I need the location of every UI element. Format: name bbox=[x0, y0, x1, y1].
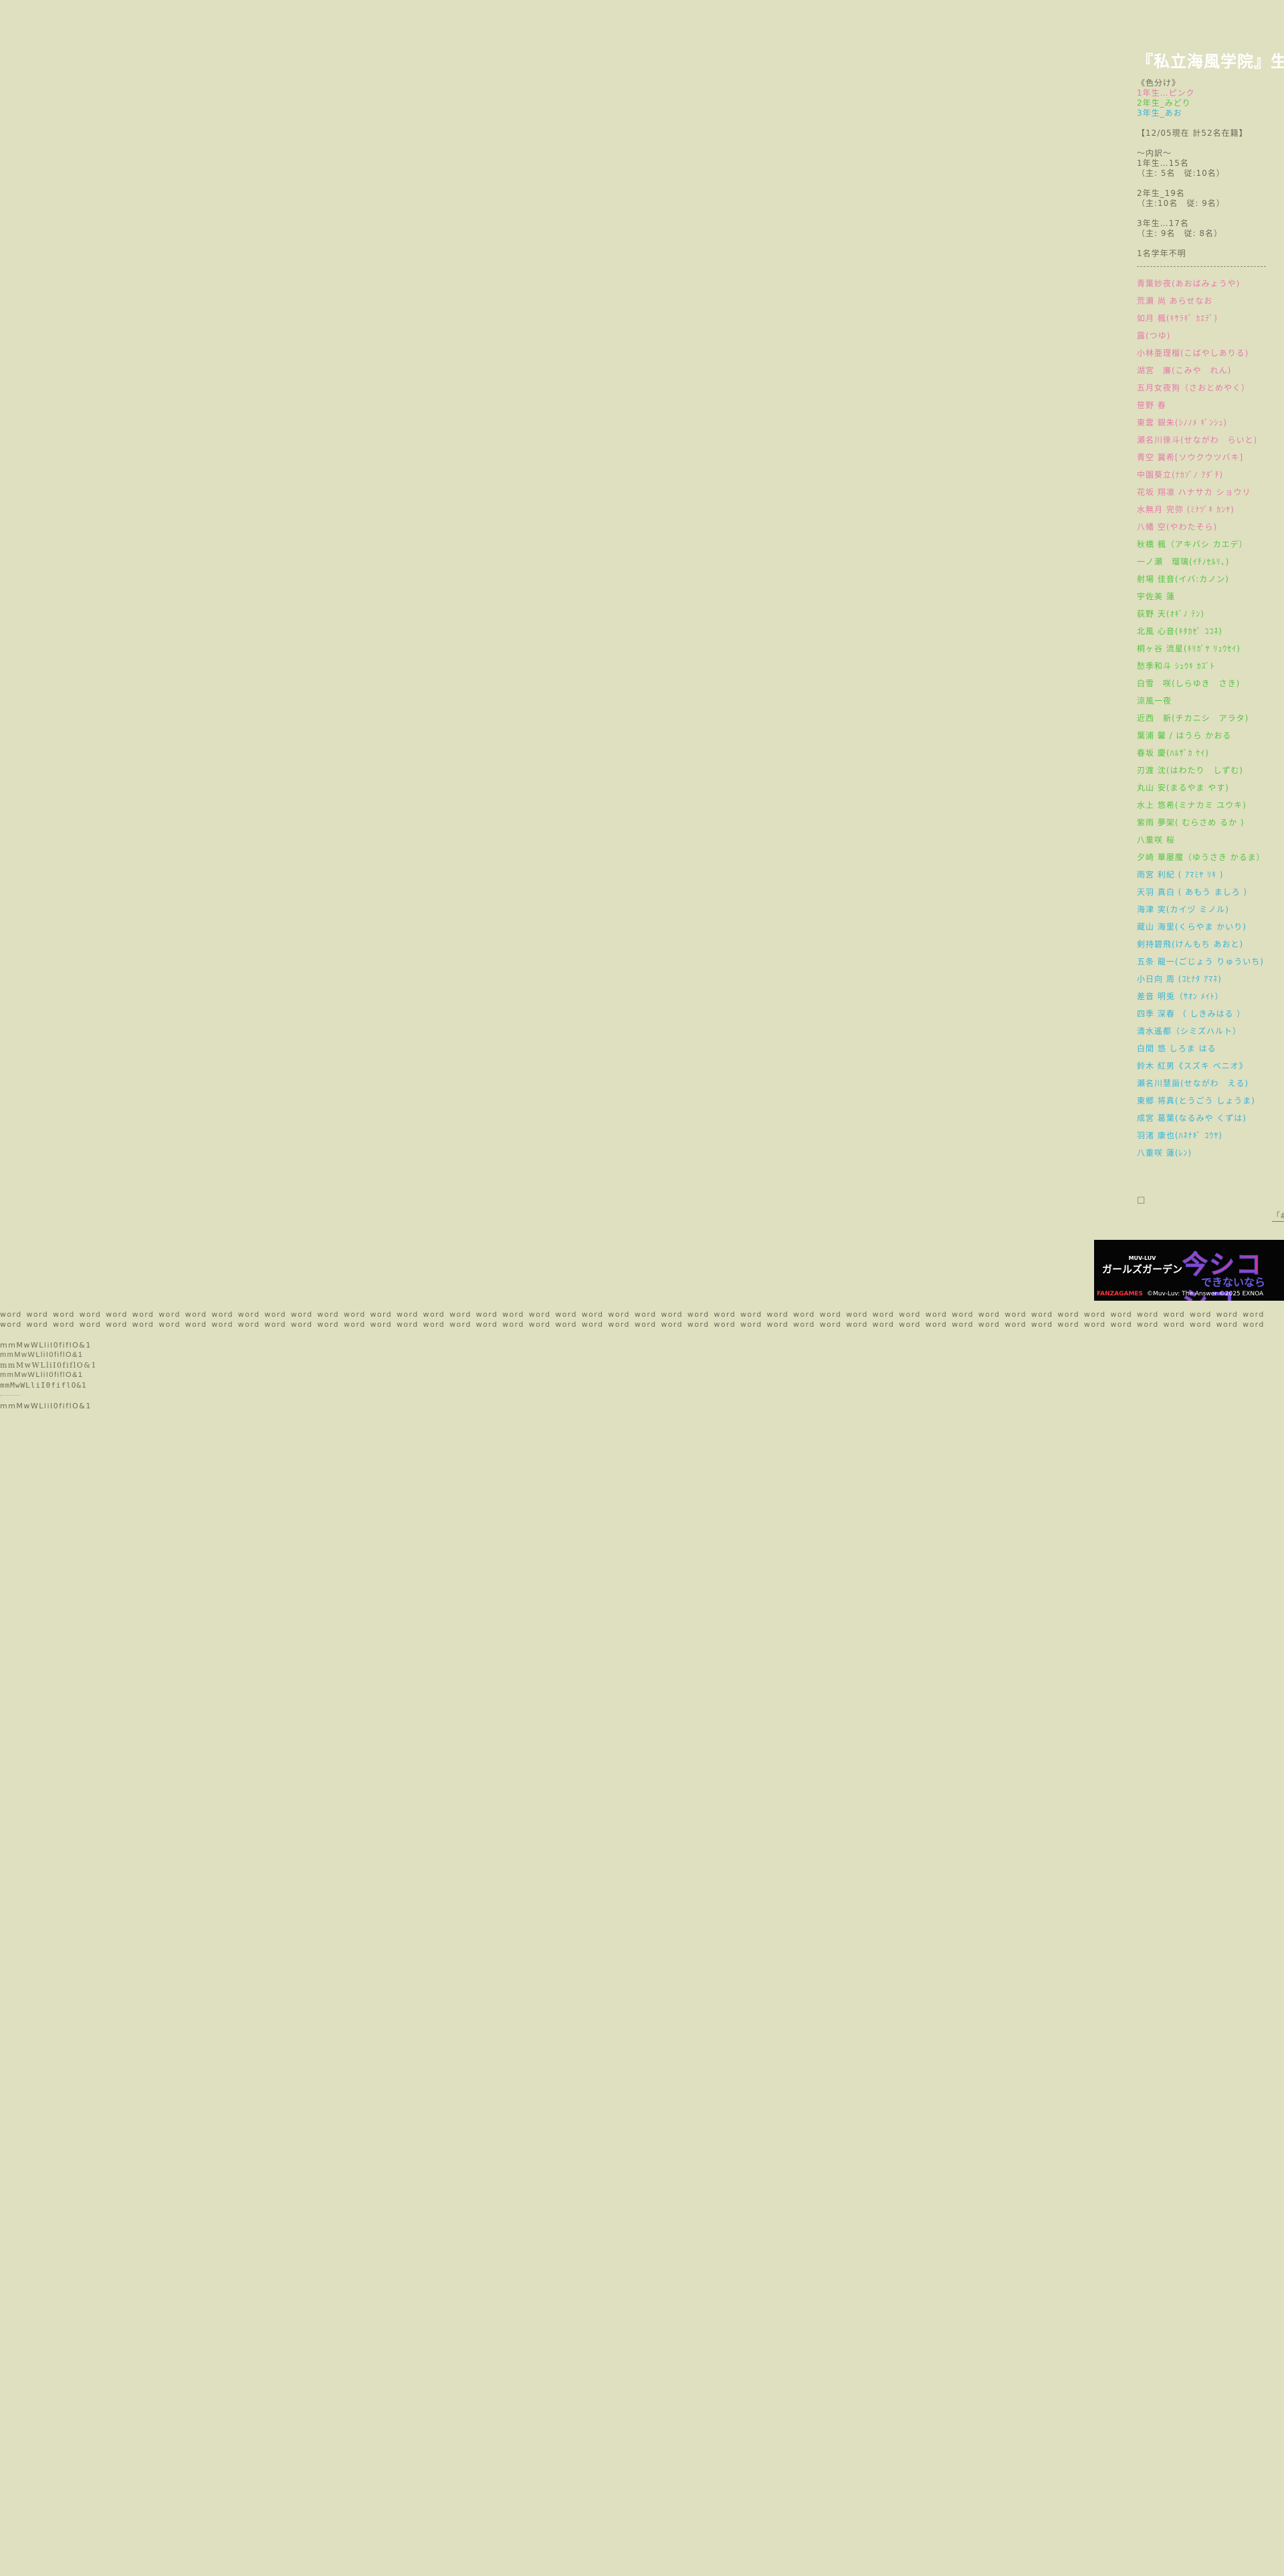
student-name: 刃渡 沈(はわたり しずむ) bbox=[1137, 766, 1243, 775]
student-name: 荒瀬 尚 あらせなお bbox=[1137, 296, 1213, 306]
font-sample: mmMwWLliI0fiflO&1 bbox=[0, 1341, 92, 1350]
student-name: 雨宮 利紀 ( ｱﾏﾐﾔ ﾘｷ ) bbox=[1137, 870, 1224, 879]
student-name: 成宮 葛葉(なるみや くずは) bbox=[1137, 1113, 1247, 1123]
student-name: 海津 実(カイヅ ミノル) bbox=[1137, 905, 1229, 914]
student-name: 八重咲 桜 bbox=[1137, 835, 1175, 845]
roster-info: 《色分け》 1年生…ピンク 2年生_みどり 3年生_あお 【12/05現在 計5… bbox=[1137, 78, 1281, 259]
student-name: 秋橋 楓（アキバシ カエデ） bbox=[1137, 540, 1248, 549]
student-name: 四季 深春 （ しきみはる ） bbox=[1137, 1009, 1246, 1018]
student-name: 紫雨 夢架( むらさめ るか ) bbox=[1137, 818, 1245, 827]
student-name: 笹野 春 bbox=[1137, 401, 1166, 410]
student-name: 荻野 天(ｵｷﾞﾉ ﾃﾝ) bbox=[1137, 609, 1204, 619]
enrollment-count: 【12/05現在 計52名在籍】 bbox=[1137, 128, 1248, 138]
legend-grade1: 1年生…ピンク bbox=[1137, 88, 1195, 98]
student-name: 如月 楓(ｷｻﾗｷﾞ ｶｴﾃﾞ) bbox=[1137, 314, 1218, 323]
student-name: 愁季和斗 ｼｭｳｷ ｶｽﾞﾄ bbox=[1137, 661, 1215, 671]
student-name: 剣持碧飛(けんもち あおと) bbox=[1137, 940, 1244, 949]
student-name: 瀬名川徠斗(せながわ らいと) bbox=[1137, 435, 1258, 445]
student-name: 水無月 完弥 (ﾐﾅﾂﾞｷ ｶﾝﾔ) bbox=[1137, 505, 1235, 514]
ad-banner[interactable]: MUV-LUV ガールズガーデン 今シコシコ できないなら FANZAGAMES… bbox=[1094, 1240, 1284, 1301]
student-name: 瀬名川慧甾(せながわ える) bbox=[1137, 1079, 1249, 1088]
student-name: 丸山 安(まるやま やす) bbox=[1137, 783, 1229, 792]
breakdown-heading: ～内訳～ bbox=[1137, 148, 1172, 158]
student-name: 東郷 将真(とうごう しょうま) bbox=[1137, 1096, 1255, 1105]
font-samples: mmMwWLliI0fiflO&1 mmMwWLliI0fiflO&1 mmMw… bbox=[0, 1340, 97, 1411]
student-name: 北風 心音(ｷﾀｶｾﾞ ｺｺﾈ) bbox=[1137, 627, 1222, 636]
student-name: 蔵山 海里(くらやま かいり) bbox=[1137, 922, 1247, 932]
legend-grade2: 2年生_みどり bbox=[1137, 98, 1191, 108]
banner-brand: FANZAGAMES bbox=[1097, 1291, 1144, 1297]
student-name: 宇佐美 蓮 bbox=[1137, 592, 1175, 601]
student-name: 差音 明兎（ｻｵﾝ ﾒｲﾄ） bbox=[1137, 992, 1224, 1001]
student-name: 八幡 空(やわたそら) bbox=[1137, 522, 1218, 532]
banner-catch-sub: できないなら bbox=[1201, 1276, 1266, 1289]
student-name: 桐ヶ谷 流星(ｷﾘｶﾞﾔ ﾘｭｳｾｲ) bbox=[1137, 644, 1241, 653]
font-sample: mmMwWLliI0fiflO&1 bbox=[0, 1351, 84, 1359]
student-name: 白間 悠 しろま はる bbox=[1137, 1044, 1216, 1053]
banner-footer: FANZAGAMES©Muv-Luv: The Answer ©2025 EXN… bbox=[1097, 1291, 1263, 1297]
student-name: 葉浦 馨 / はうら かおる bbox=[1137, 731, 1232, 740]
student-name: 一ノ瀬 瑠璃(ｲﾁﾉｾﾙﾘ、) bbox=[1137, 557, 1230, 566]
student-name: 湖宮 廉(こみや れん) bbox=[1137, 366, 1232, 375]
student-name: 夕崎 華屡魔（ゆうさき かるま） bbox=[1137, 853, 1265, 862]
font-sample: mmMwWLliI0fiflO&1 bbox=[0, 1371, 84, 1379]
student-name: 青空 翼希[ソウクウツバキ] bbox=[1137, 453, 1244, 462]
font-test-words: word word word word word word word word … bbox=[0, 1310, 1265, 1329]
student-name: 小林亜理榴(こばやしありる) bbox=[1137, 348, 1249, 358]
student-name: 水上 悠希(ミナカミ ユウキ) bbox=[1137, 800, 1247, 810]
student-name: 白雪 咲(しらゆき さき) bbox=[1137, 679, 1241, 688]
legend-grade3: 3年生_あお bbox=[1137, 108, 1182, 118]
hash-link[interactable]: 「# bbox=[1272, 1210, 1284, 1222]
student-name: 春坂 慶(ﾊﾙｻﾞｶ ｹｲ) bbox=[1137, 748, 1209, 758]
banner-logo: MUV-LUV ガールズガーデン bbox=[1102, 1253, 1182, 1275]
banner-copyright: ©Muv-Luv: The Answer ©2025 EXNOA bbox=[1147, 1291, 1264, 1297]
student-name: 清水遙都（シミズハルト） bbox=[1137, 1027, 1242, 1036]
grade2-count: 2年生_19名 bbox=[1137, 189, 1185, 198]
font-sample: mmMwWLliI0fiflO&1 bbox=[0, 1402, 92, 1410]
student-name: 羽渚 康也(ﾊﾈﾅｷﾞ ｺｳﾔ) bbox=[1137, 1131, 1222, 1140]
color-legend-heading: 《色分け》 bbox=[1137, 78, 1181, 88]
grade3-count: 3年生…17名 bbox=[1137, 219, 1189, 228]
student-name: 天羽 真白 ( あもう ましろ ) bbox=[1137, 887, 1248, 897]
student-name: 小日向 周 (ｺﾋﾅﾀ ｱﾏﾈ) bbox=[1137, 974, 1222, 984]
student-name: 中園葵立(ﾅｶｿﾞﾉ ｱﾀﾞﾁ) bbox=[1137, 470, 1224, 479]
student-name: 八重咲 蓮(ﾚﾝ) bbox=[1137, 1148, 1192, 1158]
student-name: 鈴木 紅男《スズキ ベニオ》 bbox=[1137, 1061, 1248, 1071]
banner-logo-small: MUV-LUV bbox=[1128, 1255, 1156, 1261]
page-title: 『私立海風学院』生徒名簿 bbox=[1137, 52, 1284, 71]
student-name: 近西 新(チカニシ アラタ) bbox=[1137, 714, 1249, 723]
grade3-detail: （主: 9名 従: 8名） bbox=[1137, 229, 1222, 238]
student-name: 花坂 翔凛 ハナサカ ショウリ bbox=[1137, 488, 1251, 497]
divider bbox=[1137, 266, 1266, 267]
font-sample: mmMwWLliI0fiflO&1 bbox=[0, 1381, 87, 1390]
student-name: 五条 龍一(ごじょう りゅういち) bbox=[1137, 957, 1264, 966]
student-name: 射場 佳音(イバ:カノン) bbox=[1137, 574, 1229, 584]
missing-glyph-icon: □ bbox=[1137, 1195, 1146, 1205]
grade1-detail: （主: 5名 従:10名） bbox=[1137, 169, 1225, 178]
student-name: 露(つゆ) bbox=[1137, 331, 1171, 340]
student-list: 青葉妙夜(あおばみょうや) 荒瀬 尚 あらせなお如月 楓(ｷｻﾗｷﾞ ｶｴﾃﾞ) 露… bbox=[1137, 278, 1284, 1164]
banner-catch: 今シコシコ bbox=[1182, 1250, 1263, 1301]
dotted-divider bbox=[0, 1395, 20, 1401]
unknown-grade-count: 1名学年不明 bbox=[1137, 249, 1186, 258]
student-name: 涼風一夜 bbox=[1137, 696, 1172, 706]
grade1-count: 1年生…15名 bbox=[1137, 158, 1189, 168]
font-sample: mmMwWLliI0fiflO&1 bbox=[0, 1361, 98, 1370]
student-name: 青葉妙夜(あおばみょうや) bbox=[1137, 279, 1241, 288]
banner-logo-text: ガールズガーデン bbox=[1102, 1263, 1183, 1275]
grade2-detail: （主:10名 従: 9名） bbox=[1137, 199, 1225, 208]
student-name: 東雲 銀朱(ｼﾉﾉﾒ ｷﾞﾝｼｭ) bbox=[1137, 418, 1227, 427]
student-name: 五月女夜狗（さおとめやく） bbox=[1137, 383, 1251, 393]
